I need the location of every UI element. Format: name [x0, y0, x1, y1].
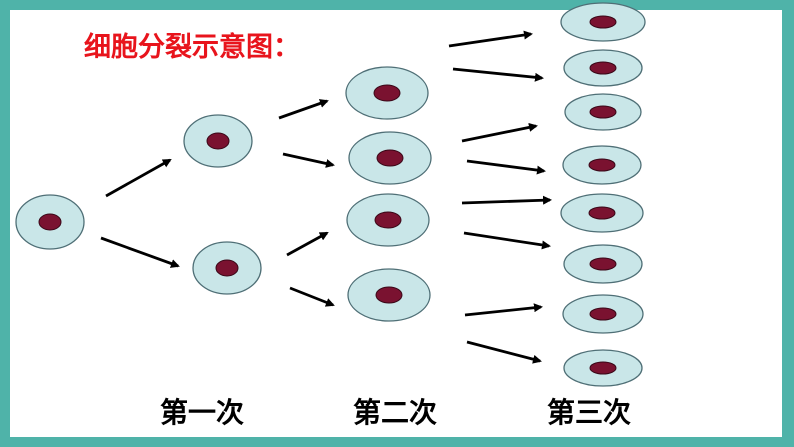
stage-label-3: 第三次 [547, 396, 631, 429]
cell-gen2-2 [348, 131, 432, 185]
arrow-2-3d [466, 159, 546, 175]
cell-gen2-3 [346, 193, 430, 247]
arrow-2-3a [448, 30, 533, 48]
cell-gen3-3 [564, 93, 642, 131]
arrow-0-1a [105, 158, 172, 198]
stage-label-1: 第一次 [160, 396, 244, 429]
arrow-2-3b [452, 67, 544, 82]
cell-gen1-2 [192, 241, 262, 295]
cell-gen3-8 [563, 349, 643, 387]
cell-gen1-1 [183, 114, 253, 168]
arrow-1-2c [286, 231, 329, 257]
cell-gen3-6 [563, 244, 643, 284]
cell-gen3-5 [560, 193, 644, 233]
stage-label-2: 第二次 [353, 396, 437, 429]
arrow-2-3h [466, 340, 542, 364]
cell-gen3-4 [562, 145, 642, 185]
arrow-1-2d [289, 286, 335, 307]
cell-gen0 [15, 194, 85, 250]
cell-gen3-7 [562, 294, 644, 334]
arrow-1-2a [278, 99, 329, 120]
arrow-1-2b [282, 152, 335, 168]
arrow-2-3e [461, 195, 552, 205]
arrow-0-1b [100, 236, 180, 268]
diagram-title: 细胞分裂示意图： [84, 31, 300, 63]
cell-gen2-4 [347, 268, 431, 322]
cell-gen3-2 [563, 49, 643, 87]
cell-gen2-1 [345, 66, 429, 120]
arrow-2-3f [463, 231, 551, 250]
arrow-2-3c [461, 122, 538, 143]
arrow-2-3g [464, 303, 543, 317]
cell-gen3-1 [560, 2, 646, 42]
